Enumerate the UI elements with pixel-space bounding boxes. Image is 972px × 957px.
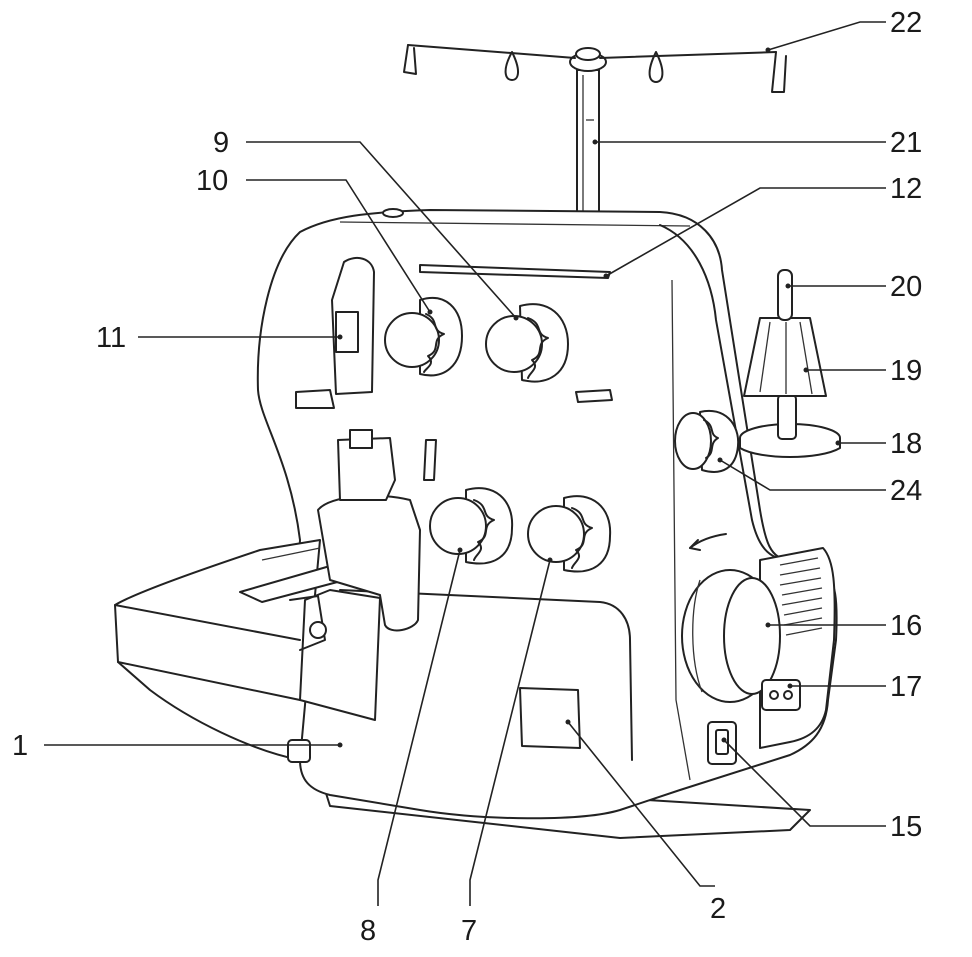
tension-dial-8 [429,487,514,565]
knife-lever [287,739,311,763]
callout-17: 17 [890,671,922,703]
callout-20: 20 [890,271,922,303]
callout-1: 1 [12,730,28,762]
tension-dial-10 [384,297,463,377]
spool-holder [739,269,841,458]
callout-12: 12 [890,173,922,205]
callout-19: 19 [890,355,922,387]
callout-24: 24 [890,475,922,507]
stitch-length-dial-24 [674,409,740,473]
leader-lines [44,21,886,906]
power-socket [761,679,801,711]
callout-22: 22 [890,7,922,39]
callout-21: 21 [890,127,922,159]
spool-pin [777,269,793,321]
callout-2: 2 [710,893,726,925]
callout-10: 10 [196,165,228,197]
callout-labels: 22 21 12 9 10 11 20 19 18 24 16 17 15 1 … [12,7,922,947]
handwheel [681,569,781,703]
callout-7: 7 [461,915,477,947]
front-cover-window [519,687,581,749]
callout-18: 18 [890,428,922,460]
tension-dial-9 [485,303,569,383]
thread-slot [419,264,611,279]
callout-8: 8 [360,915,376,947]
callout-15: 15 [890,811,922,843]
tension-dial-7 [527,495,612,573]
thread-stand [403,44,787,216]
thread-guide-bar [407,44,777,59]
callout-16: 16 [890,610,922,642]
spool-cap [743,317,827,397]
callout-9: 9 [213,127,229,159]
presser-foot-lifter [337,437,396,501]
callout-11: 11 [96,322,126,354]
ventilation-slots [779,557,823,636]
presser-area [287,429,437,763]
thread-guide-plate [295,256,375,409]
